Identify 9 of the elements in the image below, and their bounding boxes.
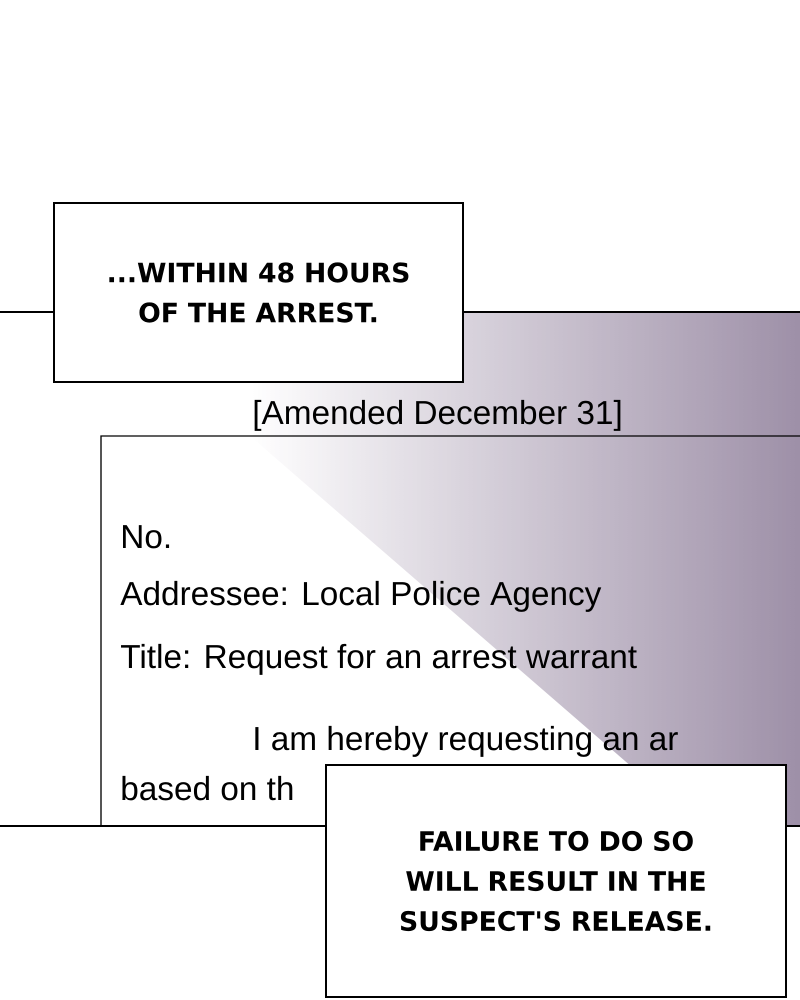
document-box xyxy=(100,435,800,826)
caption-box: FAILURE TO DO SO WILL RESULT IN THE SUSPECT'S RELEASE. xyxy=(325,764,787,998)
document-text: Addressee: Local Police Agency xyxy=(120,580,602,612)
document-text: No. xyxy=(123,525,170,548)
caption-box: ...WITHIN 48 HOURS OF THE ARREST. xyxy=(53,202,464,383)
document-text: Title: Request for an arrest warrant xyxy=(121,644,637,675)
document-text: based on th xyxy=(122,776,292,800)
amendment-note: [Amended December 31] xyxy=(254,400,620,431)
document-text: I am hereby requesting an ar xyxy=(255,726,678,757)
